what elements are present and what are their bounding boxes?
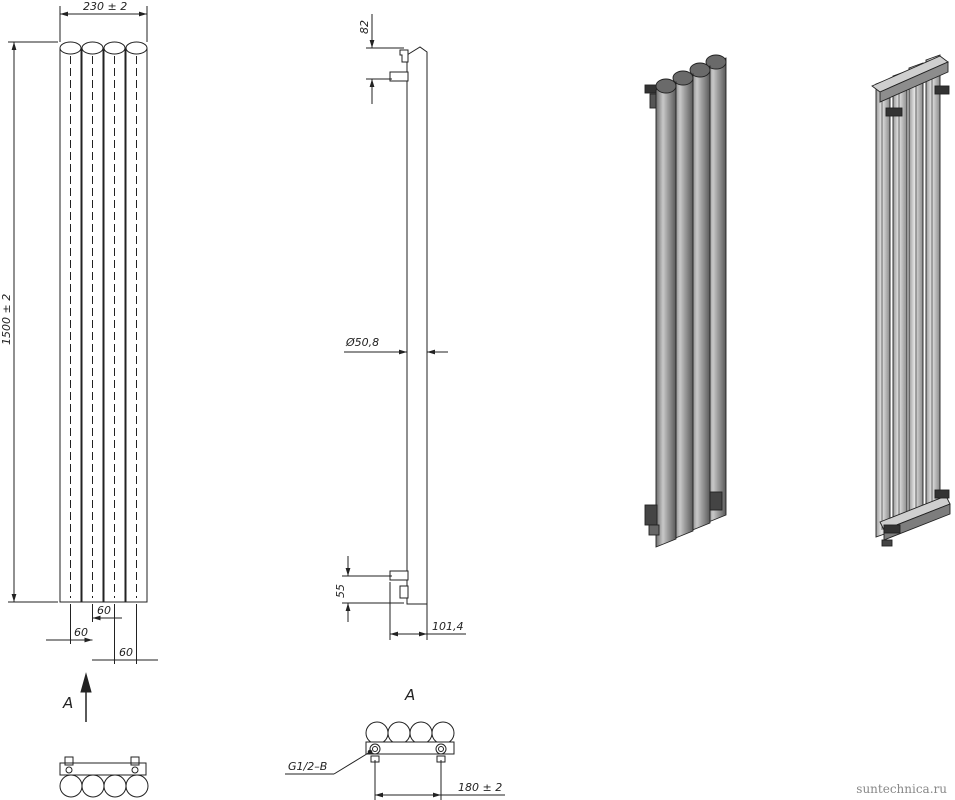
front-tube-1 xyxy=(59,41,82,603)
watermark: suntechnica.ru xyxy=(856,782,947,796)
side-top-offset-dim: 82 xyxy=(358,20,371,34)
side-diameter-dim: Ø50,8 xyxy=(345,336,379,349)
view-a-thread-label: G1/2–B xyxy=(288,760,327,773)
front-tube-4 xyxy=(125,41,148,603)
side-depth-dim: 101,4 xyxy=(432,620,464,633)
front-width-dim: 230 ± 2 xyxy=(83,0,127,13)
view-a xyxy=(285,721,505,800)
view-a-pitch-dim: 180 ± 2 xyxy=(458,781,502,794)
front-spacing-dim-1: 60 xyxy=(97,604,111,617)
front-spacing-dim-3: 60 xyxy=(119,646,133,659)
side-bottom-offset-dim: 55 xyxy=(334,584,347,598)
iso-rear-radiator xyxy=(871,54,951,547)
iso-front-radiator xyxy=(644,54,727,548)
front-tube-2 xyxy=(81,41,104,603)
view-a-arrow-label: A xyxy=(62,694,73,712)
view-a-title: A xyxy=(404,686,415,704)
side-view xyxy=(342,14,466,640)
front-tube-3 xyxy=(103,41,126,603)
view-a-arrow xyxy=(80,672,92,722)
front-view xyxy=(8,6,158,664)
front-height-dim: 1500 ± 2 xyxy=(0,294,13,345)
front-bottom-view xyxy=(59,756,149,798)
front-spacing-dim-2: 60 xyxy=(74,626,88,639)
